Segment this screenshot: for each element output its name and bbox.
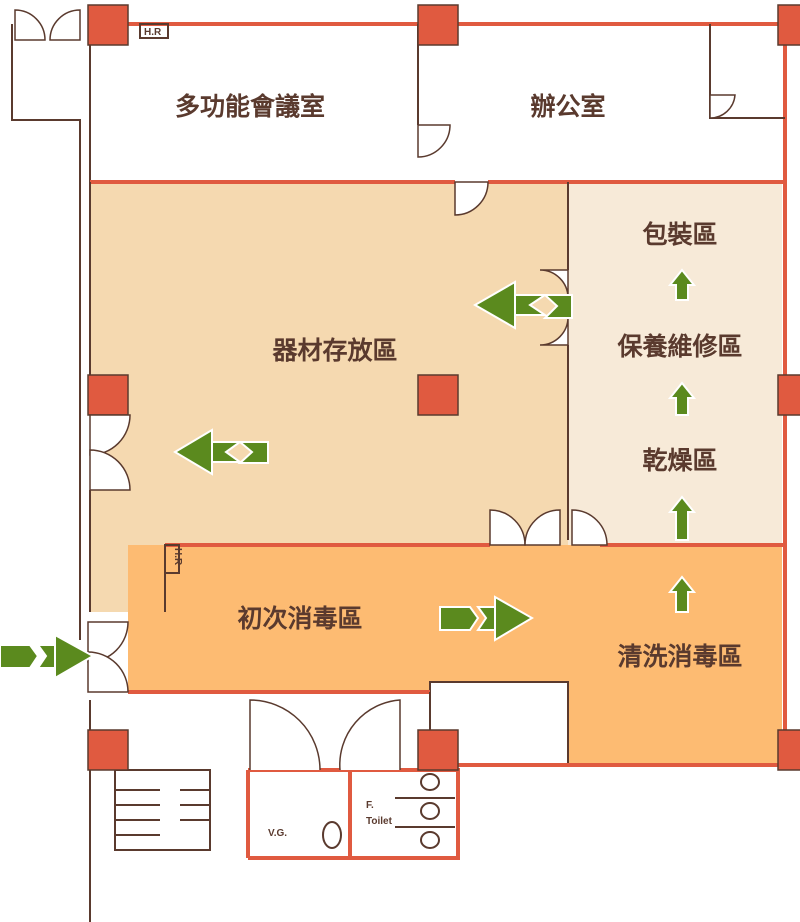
- toilet-icon: [420, 831, 440, 849]
- flow-arrows: [0, 268, 697, 680]
- room-drying-label: 乾燥區: [642, 446, 717, 475]
- arrow-left-icon: [173, 428, 269, 476]
- toilet-label: Toilet: [366, 816, 393, 827]
- vg-label: V.G.: [268, 828, 287, 839]
- arrow-up-icon: [667, 268, 697, 301]
- hose-reel-side: [164, 544, 180, 574]
- door-entrance-top[interactable]: [14, 9, 46, 41]
- door-storage[interactable]: [454, 181, 489, 216]
- door-entrance-top[interactable]: [49, 9, 81, 41]
- structural-columns: [87, 4, 800, 771]
- zone-washing-disinfection: [568, 545, 782, 765]
- door-office[interactable]: [417, 124, 451, 158]
- door-restroom[interactable]: [339, 699, 401, 771]
- zone-storage: [90, 182, 568, 545]
- column: [417, 4, 459, 46]
- toilet-icon: [420, 773, 440, 791]
- column: [777, 729, 800, 771]
- hr-side-label: H.R: [172, 548, 183, 566]
- column: [417, 729, 459, 771]
- arrow-up-icon: [667, 495, 697, 541]
- room-maintenance-label: 保養維修區: [616, 332, 742, 361]
- column: [87, 4, 129, 46]
- hr-top-label: H.R: [144, 27, 162, 38]
- room-packing-label: 包裝區: [642, 220, 717, 249]
- stairs: [115, 789, 210, 836]
- room-office-label: 辦公室: [530, 92, 605, 121]
- door-restroom[interactable]: [249, 699, 321, 771]
- door-closet[interactable]: [709, 94, 736, 119]
- toilet-icon: [420, 802, 440, 820]
- arrow-right-icon: [0, 633, 96, 680]
- doors: [14, 9, 736, 771]
- room-washing-disinfection-label: 清洗消毒區: [617, 642, 742, 671]
- door-drying[interactable]: [571, 509, 608, 546]
- hose-reel-top: [139, 23, 169, 39]
- column: [417, 374, 459, 416]
- room-storage-label: 器材存放區: [271, 336, 397, 365]
- toilet-icon: [322, 821, 342, 849]
- door-storage-left[interactable]: [89, 449, 131, 491]
- column: [87, 729, 129, 771]
- arrow-up-icon: [667, 381, 697, 416]
- zone-process: [568, 182, 782, 545]
- f-label: F.: [366, 800, 374, 811]
- column: [87, 374, 129, 416]
- room-initial-disinfection-label: 初次消毒區: [237, 604, 362, 633]
- fixtures: H.R H.R V.G. F. Toilet: [115, 23, 455, 849]
- arrow-left-icon: [472, 280, 573, 330]
- arrow-up-icon: [667, 575, 697, 613]
- column: [777, 4, 800, 46]
- door-drying[interactable]: [524, 509, 561, 546]
- column: [777, 374, 800, 416]
- arrow-right-icon: [439, 595, 534, 642]
- door-entrance-main[interactable]: [87, 651, 129, 693]
- room-meeting-label: 多功能會議室: [175, 92, 325, 121]
